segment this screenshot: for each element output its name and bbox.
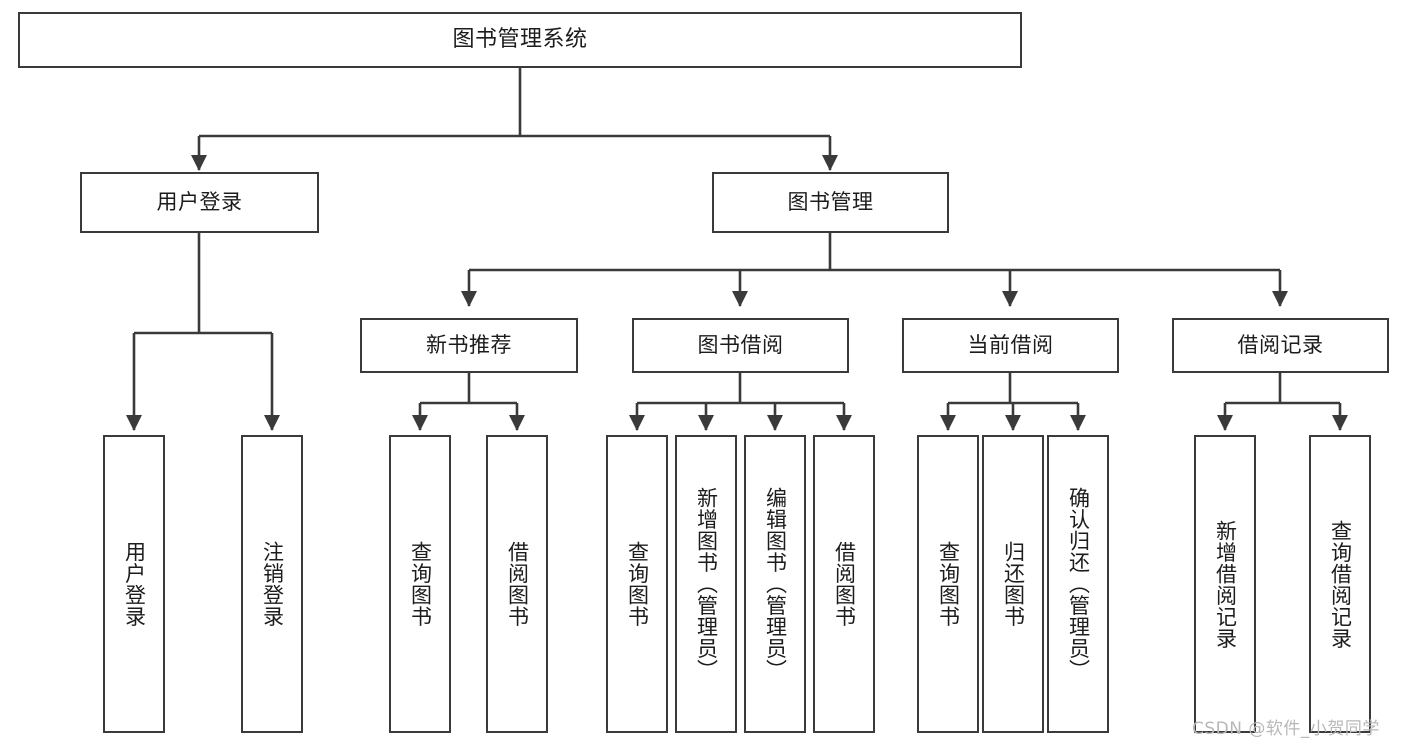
node-new-book-recommend-label: 新书推荐 <box>426 332 512 357</box>
leaf-cb-search-book[interactable]: 查询图书 <box>917 435 979 733</box>
leaf-user-login-label: 用户登录 <box>122 541 147 627</box>
leaf-nb-borrow-book[interactable]: 借阅图书 <box>486 435 548 733</box>
node-book-borrow[interactable]: 图书借阅 <box>632 318 849 373</box>
leaf-br-add-record[interactable]: 新增借阅记录 <box>1194 435 1256 733</box>
leaf-cb-return-book-label: 归还图书 <box>1001 541 1026 627</box>
leaf-user-login[interactable]: 用户登录 <box>103 435 165 733</box>
node-book-management[interactable]: 图书管理 <box>712 172 949 233</box>
node-borrow-record-label: 借阅记录 <box>1237 332 1324 357</box>
node-user-login[interactable]: 用户登录 <box>80 172 319 233</box>
leaf-bb-add-book-admin-label: 新增图书（管理员） <box>694 487 719 681</box>
leaf-br-add-record-label: 新增借阅记录 <box>1213 519 1238 649</box>
leaf-bb-search-book-label: 查询图书 <box>625 541 650 627</box>
node-current-borrow-label: 当前借阅 <box>967 332 1054 357</box>
leaf-bb-borrow-book-label: 借阅图书 <box>832 541 857 627</box>
leaf-cb-return-book[interactable]: 归还图书 <box>982 435 1044 733</box>
leaf-logout[interactable]: 注销登录 <box>241 435 303 733</box>
leaf-logout-label: 注销登录 <box>260 541 285 627</box>
leaf-br-search-record[interactable]: 查询借阅记录 <box>1309 435 1371 733</box>
node-user-login-label: 用户登录 <box>156 189 243 214</box>
node-book-management-label: 图书管理 <box>787 189 874 214</box>
leaf-bb-edit-book-admin-label: 编辑图书（管理员） <box>763 487 788 681</box>
leaf-cb-confirm-return-admin[interactable]: 确认归还（管理员） <box>1047 435 1109 733</box>
node-root-label: 图书管理系统 <box>452 26 588 52</box>
leaf-br-search-record-label: 查询借阅记录 <box>1328 519 1353 649</box>
leaf-nb-borrow-book-label: 借阅图书 <box>505 541 530 627</box>
node-borrow-record[interactable]: 借阅记录 <box>1172 318 1389 373</box>
leaf-cb-search-book-label: 查询图书 <box>936 541 961 627</box>
csdn-watermark: CSDN @软件_小贺同学 <box>1192 719 1380 739</box>
leaf-bb-borrow-book[interactable]: 借阅图书 <box>813 435 875 733</box>
leaf-nb-search-book[interactable]: 查询图书 <box>389 435 451 733</box>
leaf-cb-confirm-return-admin-label: 确认归还（管理员） <box>1066 487 1091 681</box>
leaf-nb-search-book-label: 查询图书 <box>408 541 433 627</box>
node-book-borrow-label: 图书借阅 <box>697 332 784 357</box>
leaf-bb-edit-book-admin[interactable]: 编辑图书（管理员） <box>744 435 806 733</box>
leaf-bb-add-book-admin[interactable]: 新增图书（管理员） <box>675 435 737 733</box>
node-current-borrow[interactable]: 当前借阅 <box>902 318 1119 373</box>
node-root-library-system[interactable]: 图书管理系统 <box>18 12 1022 68</box>
leaf-bb-search-book[interactable]: 查询图书 <box>606 435 668 733</box>
node-new-book-recommend[interactable]: 新书推荐 <box>360 318 578 373</box>
